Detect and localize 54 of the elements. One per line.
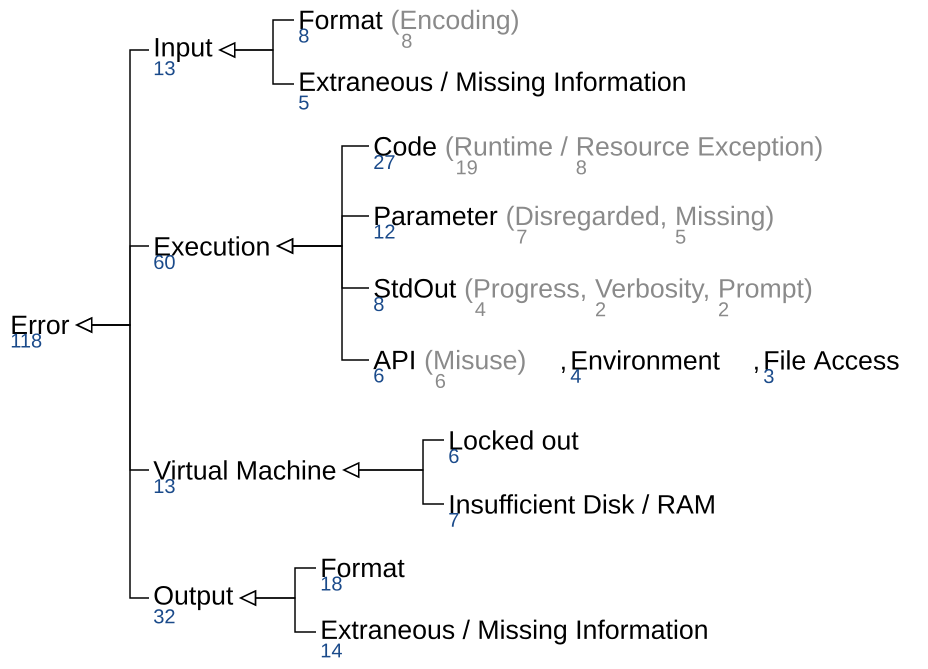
category-name: Locked out — [450, 430, 578, 450]
category-name: API — [373, 350, 414, 370]
count: 13 — [154, 479, 175, 494]
category-name: Error — [12, 316, 70, 334]
subcategory-name: Verbosity, — [595, 278, 708, 304]
count: 60 — [154, 255, 175, 270]
subcategory-name: (Runtime / — [446, 136, 568, 162]
subcategory-name: (Encoding) — [392, 10, 518, 35]
separator-comma: , — [755, 366, 758, 373]
subcategory-count: 8 — [576, 160, 586, 174]
subcategory-name: Prompt) — [720, 278, 812, 304]
count: 3 — [764, 369, 774, 384]
subcategory-name: Resource Exception) — [578, 136, 822, 162]
category-name: Output — [154, 586, 234, 610]
subcategory-count: 2 — [596, 302, 606, 316]
subcategory-name: (Disregarded, — [507, 206, 665, 231]
subcategory-count: 8 — [402, 34, 412, 48]
subcategory-name: (Misuse) — [426, 350, 525, 375]
count: 8 — [374, 297, 384, 312]
category-name: Execution — [155, 236, 269, 256]
category-name: File Access — [765, 350, 899, 370]
count: 14 — [322, 644, 342, 658]
subcategory-count: 6 — [436, 374, 446, 388]
category-name: Environment — [572, 350, 720, 370]
subcategory-count: 4 — [475, 302, 486, 316]
subcategory-name: Missing) — [677, 206, 773, 231]
category-name: Code — [374, 136, 436, 156]
subcategory-count: 19 — [457, 160, 477, 174]
count: 118 — [12, 334, 42, 348]
category-name: Insufficient Disk / RAM — [450, 494, 714, 514]
category-name: Parameter — [375, 206, 498, 226]
count: 13 — [154, 61, 175, 76]
count: 12 — [374, 224, 395, 238]
count: 32 — [154, 609, 174, 624]
count: 4 — [570, 369, 581, 383]
category-name: Extraneous / Missing Information — [322, 620, 707, 644]
category-name: Virtual Machine — [153, 460, 336, 480]
category-name: StdOut — [374, 278, 456, 298]
subcategory-count: 7 — [517, 230, 526, 244]
count: 18 — [322, 576, 342, 591]
category-name: Input — [156, 38, 212, 62]
separator-comma: , — [562, 366, 565, 373]
category-name: Format — [322, 558, 405, 578]
subcategory-name: (Progress, — [466, 278, 585, 304]
count: 8 — [299, 28, 309, 43]
count: 6 — [449, 449, 459, 464]
category-name: Extraneous / Missing Information — [300, 72, 685, 96]
subcategory-count: 5 — [676, 230, 686, 244]
count: 6 — [374, 368, 384, 383]
count: 27 — [374, 155, 395, 169]
subcategory-count: 2 — [719, 302, 728, 316]
count: 7 — [449, 513, 458, 527]
category-name: Format — [300, 10, 383, 30]
count: 5 — [299, 96, 309, 110]
